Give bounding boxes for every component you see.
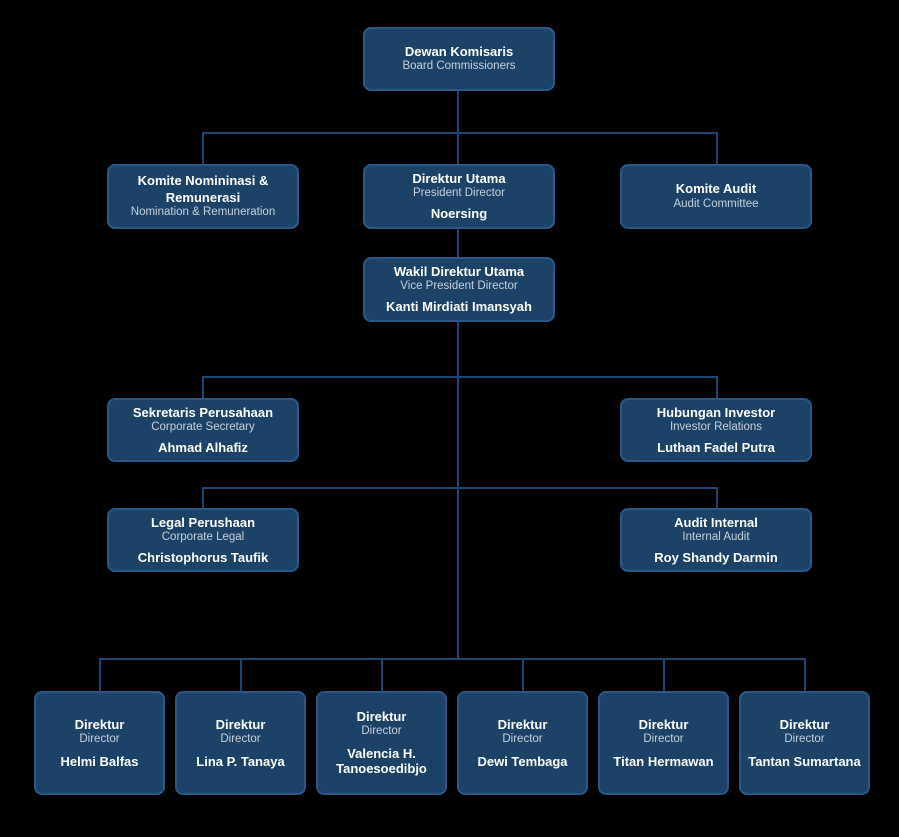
connector-line	[99, 658, 101, 691]
node-subtitle: Director	[643, 732, 684, 745]
node-person-name: Dewi Tembaga	[477, 753, 568, 769]
connector-line	[202, 376, 204, 398]
connector-line	[202, 487, 204, 508]
node-title: Komite Nomininasi & Remunerasi	[137, 173, 269, 205]
node-director-2: Direktur Director Lina P. Tanaya	[175, 691, 306, 795]
node-person-name: Ahmad Alhafiz	[158, 439, 248, 455]
node-director-3: Direktur Director Valencia H. Tanoesoedi…	[316, 691, 447, 795]
node-person-name: Luthan Fadel Putra	[657, 439, 775, 455]
node-subtitle: Director	[361, 725, 402, 738]
node-subtitle: Corporate Legal	[161, 530, 245, 543]
node-direktur-utama: Direktur Utama President Director Noersi…	[363, 164, 555, 229]
connector-line	[663, 658, 665, 691]
node-komite-audit: Komite Audit Audit Committee	[620, 164, 812, 229]
node-komite-nominasi: Komite Nomininasi & Remunerasi Nominatio…	[107, 164, 299, 229]
connector-line	[522, 658, 524, 691]
node-person-name: Christophorus Taufik	[137, 549, 269, 565]
node-subtitle: Corporate Secretary	[151, 420, 255, 433]
node-subtitle: President Director	[412, 187, 506, 200]
node-title: Direktur Utama	[412, 171, 506, 186]
node-subtitle: Director	[784, 732, 825, 745]
node-director-6: Direktur Director Tantan Sumartana	[739, 691, 870, 795]
connector-line	[381, 658, 383, 691]
node-sekretaris-perusahaan: Sekretaris Perusahaan Corporate Secretar…	[107, 398, 299, 462]
node-hubungan-investor: Hubungan Investor Investor Relations Lut…	[620, 398, 812, 462]
node-person-name: Tantan Sumartana	[748, 753, 861, 769]
connector-line	[202, 376, 718, 378]
node-subtitle: Director	[502, 732, 543, 745]
node-person-name: Kanti Mirdiati Imansyah	[386, 299, 532, 315]
node-title: Direktur	[215, 716, 266, 732]
connector-line	[716, 487, 718, 508]
connector-line	[716, 132, 718, 164]
connector-line	[716, 376, 718, 398]
node-subtitle: Vice President Director	[400, 280, 518, 293]
node-wakil-direktur-utama: Wakil Direktur Utama Vice President Dire…	[363, 257, 555, 322]
node-person-name: Titan Hermawan	[613, 753, 714, 769]
node-title: Sekretaris Perusahaan	[132, 404, 274, 420]
connector-line	[457, 228, 459, 257]
node-subtitle: Investor Relations	[669, 420, 763, 433]
connector-line	[202, 487, 718, 489]
node-subtitle: Internal Audit	[682, 530, 750, 543]
node-dewan-komisaris: Dewan Komisaris Board Commissioners	[363, 27, 555, 91]
node-audit-internal: Audit Internal Internal Audit Roy Shandy…	[620, 508, 812, 572]
node-person-name: Valencia H. Tanoesoedibjo	[336, 746, 427, 777]
node-title: Direktur	[74, 716, 125, 732]
node-title: Komite Audit	[675, 181, 757, 197]
node-title: Hubungan Investor	[656, 404, 776, 420]
node-title: Dewan Komisaris	[404, 43, 514, 59]
connector-line	[457, 322, 459, 660]
connector-line	[457, 91, 459, 164]
node-subtitle: Director	[79, 732, 120, 745]
connector-line	[240, 658, 242, 691]
node-legal-perushaan: Legal Perushaan Corporate Legal Christop…	[107, 508, 299, 572]
connector-line	[202, 132, 204, 164]
node-subtitle: Audit Committee	[673, 197, 759, 210]
node-person-name: Helmi Balfas	[60, 753, 139, 769]
node-title: Direktur	[356, 709, 407, 725]
node-title: Legal Perushaan	[150, 514, 256, 530]
node-person-name: Roy Shandy Darmin	[654, 549, 778, 565]
node-subtitle: Board Commissioners	[402, 60, 516, 73]
node-director-5: Direktur Director Titan Hermawan	[598, 691, 729, 795]
connector-line	[202, 132, 718, 134]
node-person-name: Noersing	[430, 206, 488, 222]
node-title: Direktur	[779, 716, 830, 732]
node-title: Audit Internal	[674, 514, 758, 530]
node-director-4: Direktur Director Dewi Tembaga	[457, 691, 588, 795]
node-director-1: Direktur Director Helmi Balfas	[34, 691, 165, 795]
node-person-name: Lina P. Tanaya	[196, 753, 285, 769]
connector-line	[99, 658, 806, 660]
node-title: Direktur	[497, 716, 548, 732]
node-subtitle: Nomination & Remuneration	[130, 205, 276, 218]
node-subtitle: Director	[220, 732, 261, 745]
connector-line	[804, 658, 806, 691]
node-title: Wakil Direktur Utama	[393, 264, 525, 279]
node-title: Direktur	[638, 716, 689, 732]
